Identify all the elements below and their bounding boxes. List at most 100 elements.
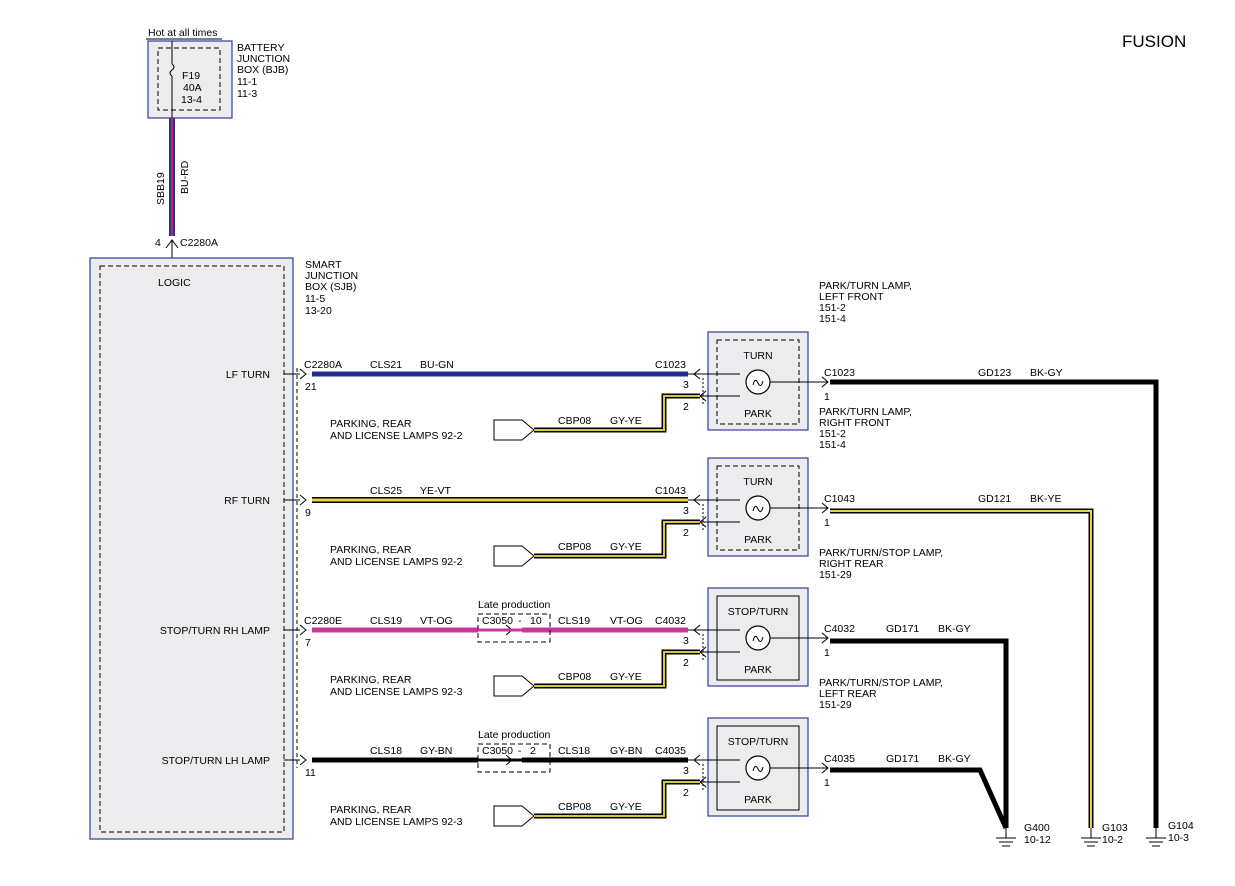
ground-circuit-label: GD171 bbox=[886, 753, 919, 765]
feed-circuit-label: CBP08 bbox=[558, 415, 591, 427]
ground-icon bbox=[1146, 828, 1166, 847]
feed-circuit-label: CBP08 bbox=[558, 801, 591, 813]
circuit-label: CLS21 bbox=[370, 359, 402, 371]
inline-connector-box bbox=[477, 743, 551, 773]
ground-icon bbox=[996, 828, 1016, 847]
ground-g103: G103 10-2 bbox=[1081, 822, 1128, 847]
lamp-name-line: 151-4 bbox=[819, 313, 846, 325]
lamp-name-line: 151-2 bbox=[819, 428, 846, 440]
svg-text:-: - bbox=[518, 745, 522, 757]
sjb-logic: LOGIC bbox=[158, 277, 191, 289]
pin-ground-label: 1 bbox=[824, 517, 830, 529]
feed-color-label: GY-YE bbox=[610, 541, 642, 553]
feed-text-1: PARKING, REAR bbox=[330, 544, 412, 556]
fuse-rating: 40A bbox=[183, 82, 202, 94]
lamp-name-line: LEFT FRONT bbox=[819, 291, 884, 303]
svg-text:JUNCTION: JUNCTION bbox=[305, 270, 358, 282]
pin-in-label: 7 bbox=[305, 637, 311, 649]
pin-ground-label: 1 bbox=[824, 391, 830, 403]
ground-ref: 10-2 bbox=[1102, 834, 1123, 846]
connector-out-label: C1043 bbox=[655, 485, 686, 497]
ground-color-label: BK-GY bbox=[938, 623, 971, 635]
pin-in-label: 9 bbox=[305, 507, 311, 519]
ground-g400: G400 10-12 bbox=[996, 822, 1051, 847]
connector-arrow-icon bbox=[693, 754, 701, 766]
svg-text:11-1: 11-1 bbox=[237, 76, 257, 88]
svg-text:BOX (BJB): BOX (BJB) bbox=[237, 64, 288, 76]
ground-circuit-label: GD121 bbox=[978, 493, 1011, 505]
connector-arrow-icon bbox=[821, 376, 829, 388]
connector-arrow-icon bbox=[821, 762, 829, 774]
lamp-bottom-label: PARK bbox=[744, 794, 772, 806]
pin-turn-label: 3 bbox=[683, 635, 689, 647]
feed-text-1: PARKING, REAR bbox=[330, 674, 412, 686]
lamp-name-line: PARK/TURN/STOP LAMP, bbox=[819, 547, 943, 559]
ground-circuit-label: GD171 bbox=[886, 623, 919, 635]
pin-ground-label: 1 bbox=[824, 777, 830, 789]
circuit-label: CLS25 bbox=[370, 485, 402, 497]
feed-circuit-label: CBP08 bbox=[558, 671, 591, 683]
ground-name: G103 bbox=[1102, 822, 1128, 834]
circuit-label: CLS19 bbox=[370, 615, 402, 627]
feed-circuit-label: CBP08 bbox=[558, 541, 591, 553]
lamp-name-line: 151-4 bbox=[819, 439, 846, 451]
ground-name: G400 bbox=[1024, 822, 1050, 834]
ground-ref: 10-12 bbox=[1024, 834, 1051, 846]
pin-park-label: 2 bbox=[683, 401, 689, 413]
bjb-box bbox=[147, 40, 233, 119]
svg-text:11-5: 11-5 bbox=[305, 293, 325, 305]
lamp-name-line: LEFT REAR bbox=[819, 688, 877, 700]
connector-arrow-icon bbox=[299, 368, 307, 380]
feed-text-1: PARKING, REAR bbox=[330, 418, 412, 430]
feed-text-2: AND LICENSE LAMPS 92-2 bbox=[330, 430, 463, 442]
feed-arrow-icon bbox=[493, 419, 535, 441]
ground-connector-label: C1043 bbox=[824, 493, 855, 505]
color2-label: VT-OG bbox=[610, 615, 643, 627]
connector-out-label: C4035 bbox=[655, 745, 686, 757]
ground-connector-label: C4032 bbox=[824, 623, 855, 635]
lamp-bottom-label: PARK bbox=[744, 534, 772, 546]
connector-out-label: C4032 bbox=[655, 615, 686, 627]
feed-color-label: GY-YE bbox=[610, 415, 642, 427]
feed-color-label: GY-YE bbox=[610, 801, 642, 813]
model-title: FUSION bbox=[1122, 32, 1186, 51]
hot-label: Hot at all times bbox=[148, 27, 217, 39]
connector-arrow-icon bbox=[299, 494, 307, 506]
pin-ground-label: 1 bbox=[824, 647, 830, 659]
fuse-ref: 13-4 bbox=[181, 94, 202, 106]
connector-arrow-icon bbox=[821, 632, 829, 644]
connector-arrow-icon bbox=[693, 494, 701, 506]
svg-text:13-20: 13-20 bbox=[305, 305, 332, 317]
ground-name: G104 bbox=[1168, 820, 1194, 832]
lamp-name-line: 151-2 bbox=[819, 302, 846, 314]
inline-connector-label: C3050 bbox=[482, 745, 513, 757]
feed-text-2: AND LICENSE LAMPS 92-3 bbox=[330, 686, 463, 698]
sjb-output-label: LF TURN bbox=[226, 369, 270, 381]
ground-connector-label: C4035 bbox=[824, 753, 855, 765]
feed-pin: 4 bbox=[155, 237, 161, 249]
lamp-top-label: TURN bbox=[743, 350, 772, 362]
svg-text:-: - bbox=[518, 615, 522, 627]
pin-turn-label: 3 bbox=[683, 505, 689, 517]
sjb-box bbox=[89, 257, 294, 840]
svg-text:SMART: SMART bbox=[305, 259, 342, 271]
fuse-icon bbox=[169, 41, 175, 118]
feed-text-1: PARKING, REAR bbox=[330, 804, 412, 816]
inline-pin-label: 2 bbox=[530, 745, 536, 757]
feed-arrow-icon bbox=[493, 675, 535, 697]
sjb-inner bbox=[99, 265, 285, 833]
ground-color-label: BK-GY bbox=[938, 753, 971, 765]
connector-out-label: C1023 bbox=[655, 359, 686, 371]
pin-turn-label: 3 bbox=[683, 379, 689, 391]
color2-label: GY-BN bbox=[610, 745, 642, 757]
svg-text:JUNCTION: JUNCTION bbox=[237, 53, 290, 65]
lamp-bottom-label: PARK bbox=[744, 664, 772, 676]
connector-in-label: C2280A bbox=[304, 359, 342, 371]
ground-icon bbox=[1081, 828, 1101, 847]
sjb-output-label: RF TURN bbox=[224, 495, 270, 507]
feed-text-2: AND LICENSE LAMPS 92-3 bbox=[330, 816, 463, 828]
color-label: BU-GN bbox=[420, 359, 454, 371]
pin-park-label: 2 bbox=[683, 527, 689, 539]
feed-arrow-icon bbox=[493, 545, 535, 567]
